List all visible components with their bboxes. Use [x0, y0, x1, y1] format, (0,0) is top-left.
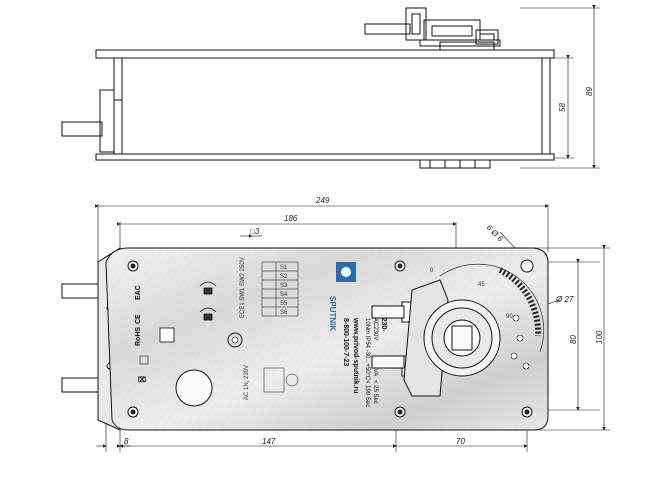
wiring-row-label: S4: [280, 292, 288, 298]
double-insulation-icon: [139, 355, 149, 365]
spec-line-1: AC230V: [372, 318, 378, 340]
dim-8-label: 8: [124, 437, 129, 446]
nameplate: AS230- AC230V 10Nm IP54 -30...+50°C 10VA…: [342, 308, 387, 407]
side-bottom-connector: [419, 159, 491, 169]
dim-70-label: 70: [456, 437, 465, 446]
cable-gland: [175, 369, 213, 407]
side-left-shaft: [61, 121, 103, 137]
shaft-clamp: [371, 279, 501, 397]
dim-hole-label: 6 Ø 6: [485, 223, 506, 244]
cert-ce: CE: [135, 314, 142, 324]
wiring-row-label: S5: [280, 301, 288, 307]
side-terminal-block: [405, 7, 427, 41]
wiring-row-label: S3: [280, 283, 288, 289]
cert-rohs: RoHS: [135, 327, 142, 346]
wiring-diagram: [261, 261, 299, 393]
side-left-bracket: [99, 89, 115, 153]
motor-label: AC 1N, 230V: [244, 365, 250, 400]
website-label: www.privod-sputnik.ru: [352, 317, 359, 394]
side-view: [61, 5, 600, 169]
scale-label-0: 0: [430, 268, 434, 274]
ground-symbol: [159, 327, 175, 343]
dim-100-label: 100: [595, 330, 604, 344]
cert-eac: EAC: [135, 285, 142, 300]
wiring-row-label: S6: [280, 310, 288, 316]
sputnik-logo: [336, 262, 356, 282]
dim-147-label: 147: [262, 437, 276, 446]
dim-58-label: 58: [558, 103, 567, 112]
dim-249-label: 249: [315, 196, 330, 205]
rotation-direction-icons: [199, 281, 217, 321]
side-main-body: [113, 57, 551, 155]
spec-line-4: < 25 Sec: [372, 380, 378, 404]
position-scale: [439, 259, 544, 370]
scale-label-45: 45: [478, 282, 485, 288]
weee-bin-icon: ⌧: [138, 376, 146, 384]
side-top-flange: [95, 49, 555, 59]
spec-line-3: 10VA: [372, 362, 378, 376]
switch-label: ECE1 SW1 SW2 250V: [240, 257, 246, 318]
phone-label: 8-800-100-7-23: [342, 318, 349, 366]
dim-89-label: 89: [585, 87, 594, 96]
wiring-row-label: S2: [280, 274, 288, 280]
model-label: AS230-: [380, 308, 387, 332]
spec-line-2: 10Nm IP54 -30...+50°C: [364, 318, 370, 381]
dim-186-label: 186: [284, 214, 298, 223]
dim-80-label: 80: [569, 335, 578, 344]
brand-name: SPUTNIK: [328, 296, 337, 331]
wiring-row-label: S1: [280, 265, 288, 271]
scale-label-90: 90: [506, 314, 513, 320]
spec-line-5: < 190 Sec: [364, 380, 370, 407]
dim-square-label: □3: [250, 227, 260, 236]
dim-shaft-label: Ø 27: [555, 295, 574, 304]
side-shaft-stub: [364, 23, 411, 35]
